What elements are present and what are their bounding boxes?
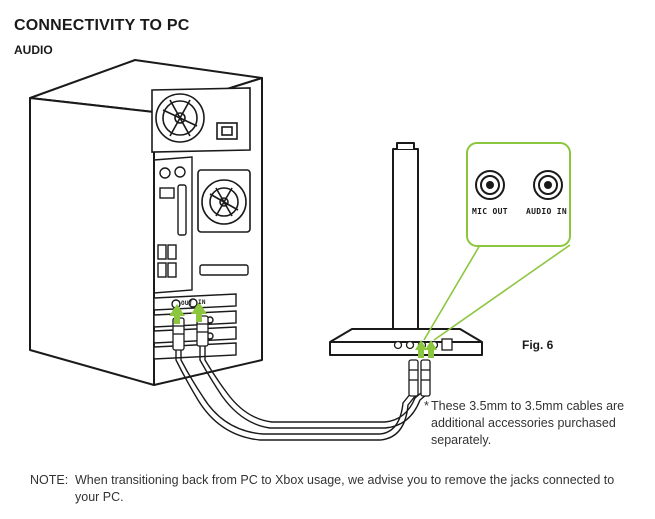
pc-in-label: IN [198, 299, 206, 306]
case-fan [197, 169, 251, 233]
footnote-text: When transitioning back from PC to Xbox … [75, 473, 615, 504]
stand-jack-plugs [408, 359, 431, 397]
figure-label: Fig. 6 [522, 338, 554, 352]
page-subtitle: AUDIO [14, 43, 53, 57]
audio-cables [175, 345, 427, 441]
callout-lines [423, 244, 571, 341]
footnote: NOTE: When transitioning back from PC to… [30, 472, 630, 506]
pc-jack-plugs [172, 315, 209, 351]
page-title: CONNECTIVITY TO PC [14, 17, 190, 34]
headset-stand [329, 142, 483, 356]
mic-out-label: MIC OUT [472, 207, 508, 216]
pc-out-label: OUT [181, 300, 193, 307]
cable-note: * These 3.5mm to 3.5mm cables are additi… [424, 398, 650, 449]
cable-note-text: These 3.5mm to 3.5mm cables are addition… [431, 399, 625, 447]
insert-arrows-stand [415, 340, 437, 358]
io-panel [153, 156, 193, 294]
footnote-label: NOTE: [30, 473, 69, 487]
audio-in-label: AUDIO IN [526, 207, 567, 216]
psu-fan [151, 87, 251, 153]
insert-arrows-pc [169, 302, 207, 324]
port-callout-box [466, 142, 571, 247]
cable-note-marker: * [424, 399, 429, 413]
